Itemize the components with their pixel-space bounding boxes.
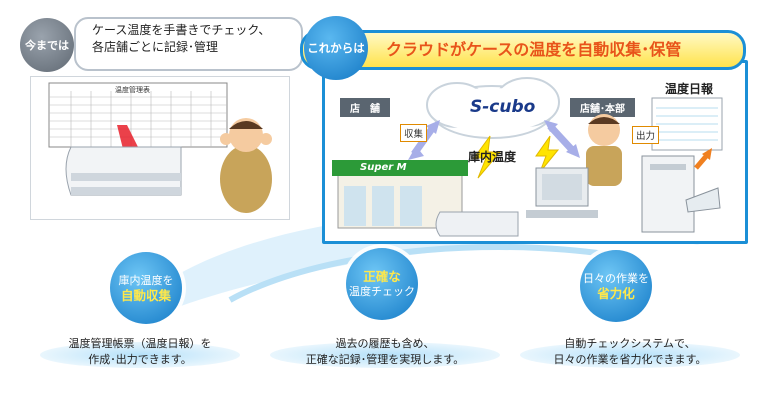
output-label: 出力 (632, 126, 660, 144)
feature-circle-auto-collect: 庫内温度を 自動収集 (110, 252, 182, 324)
report-title: 温度日報 (665, 82, 714, 96)
feature-1-desc1: 温度管理帳票（温度日報）を (68, 337, 212, 350)
before-description: ケース温度を手書きでチェック、 各店舗ごとに記録･管理 (92, 22, 292, 56)
before-line2: 各店舗ごとに記録･管理 (92, 40, 219, 54)
store-icon (332, 160, 468, 229)
report-sheet-icon (651, 97, 723, 151)
cloud-system-illustration (332, 77, 723, 237)
feature-2-description: 過去の履歴も含め、 正確な記録･管理を実現します。 (270, 336, 500, 368)
feature-1-line2: 自動収集 (120, 288, 171, 303)
feature-1-line1: 庫内温度を (118, 274, 174, 287)
store-sign: Super M (360, 162, 407, 173)
computer-icon (526, 167, 598, 218)
hq-tag: 店舗･本部 (570, 98, 635, 117)
store-tag: 店 舗 (340, 98, 390, 117)
feature-2-glow (270, 342, 500, 368)
feature-circle-accurate-check: 正確な 温度チェック (346, 248, 418, 320)
feature-3-glow (520, 342, 740, 368)
office-worker-icon (586, 114, 622, 186)
feature-1-glow (40, 342, 240, 368)
past-illustration (48, 82, 272, 213)
feature-2-desc1: 過去の履歴も含め、 (335, 337, 435, 350)
before-line1: ケース温度を手書きでチェック、 (92, 23, 271, 37)
feature-3-line2: 省力化 (597, 286, 635, 301)
cloud-icon (426, 77, 560, 139)
feature-2-line1: 正確な (363, 269, 401, 284)
before-badge: 今までは (20, 18, 74, 72)
after-title: クラウドがケースの温度を自動収集･保管 (386, 40, 682, 59)
feature-1-description: 温度管理帳票（温度日報）を 作成･出力できます。 (40, 336, 240, 368)
after-title-bar (300, 30, 746, 70)
cloud-logo: S-cubo (470, 97, 536, 117)
feature-3-desc1: 自動チェックシステムで、 (564, 337, 696, 350)
feature-2-desc2: 正確な記録･管理を実現します。 (305, 353, 465, 366)
sheet-title: 温度管理表 (115, 86, 150, 94)
feature-1-desc2: 作成･出力できます。 (88, 353, 192, 366)
feature-3-line1: 日々の作業を (583, 272, 649, 285)
feature-3-desc2: 日々の作業を省力化できます。 (553, 353, 707, 366)
printer-icon (641, 155, 721, 233)
feature-2-line2: 温度チェック (349, 285, 415, 298)
feature-3-description: 自動チェックシステムで、 日々の作業を省力化できます。 (520, 336, 740, 368)
past-illustration-panel: 温度管理表 (30, 76, 290, 220)
collect-label: 収集 (400, 124, 428, 142)
feature-circle-labor-saving: 日々の作業を 省力化 (580, 250, 652, 322)
internal-temp-label: 庫内温度 (468, 150, 517, 164)
after-badge: これからは (304, 16, 368, 80)
